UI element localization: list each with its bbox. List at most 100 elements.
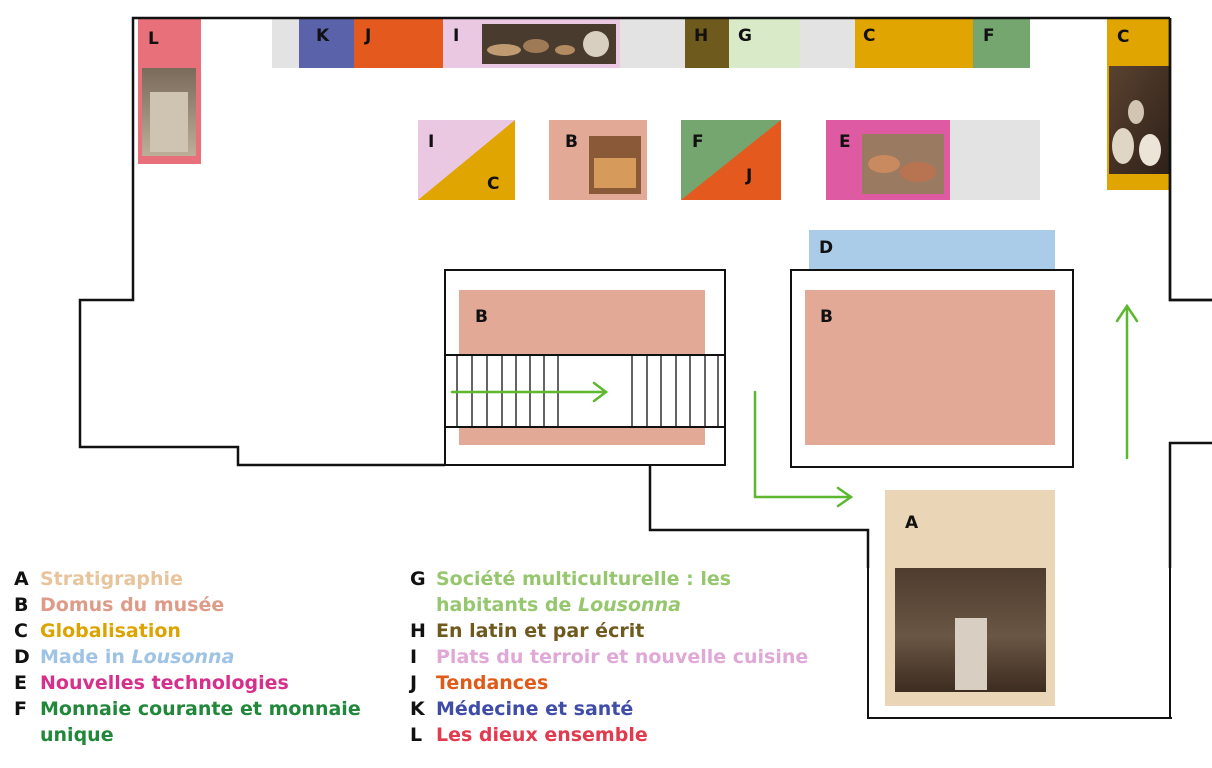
zone-letter: J (364, 26, 371, 46)
zone-letter: E (839, 132, 851, 152)
stair-steps (456, 355, 719, 427)
zone-letter: L (148, 29, 159, 49)
legend-item-f: F Monnaie courante et monnaie (14, 696, 361, 722)
legend-item-g-continued: habitants de Lousonna (410, 592, 808, 618)
legend-item-c: C Globalisation (14, 618, 361, 644)
zone-d-bar (809, 230, 1055, 270)
legend-key: D (14, 646, 30, 668)
legend-label: Made in Lousonna (40, 644, 234, 670)
zone-letter: C (487, 174, 499, 194)
visit-route-arrows (450, 303, 1139, 508)
route-arrowhead-up (1115, 303, 1139, 323)
pottery-photo-top (482, 24, 616, 64)
outer-wall-bottom (867, 717, 1172, 719)
zone-c-top (855, 18, 973, 68)
stratigraphy-photo-lower (895, 568, 1046, 692)
legend-key: L (410, 724, 423, 746)
legend-item-j: J Tendances (410, 670, 808, 696)
zone-letter: A (905, 513, 919, 533)
legend-right: G Société multiculturelle : les habitants… (410, 566, 808, 748)
legend-label: Monnaie courante et monnaie (40, 698, 361, 720)
legend-key: K (410, 698, 425, 720)
zone-letter: B (475, 307, 488, 327)
legend-label: Globalisation (40, 620, 181, 642)
legend-item-l: L Les dieux ensemble (410, 722, 808, 748)
legend-label: Tendances (436, 672, 549, 694)
zone-c-mid (418, 120, 515, 200)
route-arrowhead-to-a (836, 486, 854, 508)
legend-item-h: H En latin et par écrit (410, 618, 808, 644)
route-arrowhead-stairs (592, 381, 609, 403)
zone-letter: J (745, 166, 752, 186)
top-exhibit-strip (272, 18, 1030, 68)
legend-label: Nouvelles technologies (40, 672, 289, 694)
zone-k-top (299, 18, 354, 68)
zone-letters: L K J I H G C F C I C B F J E D B B A (148, 26, 1129, 533)
legend-key: G (410, 568, 426, 590)
legend-item-f-continued: unique (14, 722, 361, 748)
zone-letter: K (316, 26, 330, 46)
zone-letter: F (983, 26, 995, 46)
legend-label: En latin et par écrit (436, 620, 645, 642)
legend-label: Domus du musée (40, 594, 225, 616)
legend-label-text: habitants de (436, 594, 578, 616)
zone-letter: D (819, 238, 833, 258)
altar-photo (142, 68, 196, 156)
amphorae-photo (1109, 66, 1170, 174)
legend-key: I (410, 646, 418, 668)
legend-item-g: G Société multiculturelle : les (410, 566, 808, 592)
legend-label-continued: habitants de Lousonna (436, 592, 681, 618)
outer-wall-lower (867, 568, 869, 718)
legend-key: A (14, 568, 29, 590)
legend-label: Médecine et santé (436, 698, 634, 720)
zone-a-box (885, 490, 1055, 568)
legend-label: Société multiculturelle : les (436, 568, 732, 590)
legend-label: Stratigraphie (40, 568, 183, 590)
legend-label-continued: unique (40, 724, 114, 746)
right-room (790, 269, 1074, 468)
legend-item-i: I Plats du terroir et nouvelle cuisine (410, 644, 808, 670)
legend-item-k: K Médecine et santé (410, 696, 808, 722)
left-room (444, 269, 726, 466)
legend-key: E (14, 672, 27, 694)
zone-f-top (973, 18, 1030, 68)
middle-display-row (418, 120, 1040, 200)
zone-j-mid (681, 120, 781, 200)
legend-key: F (14, 698, 27, 720)
zone-b-room-right (805, 290, 1055, 445)
legend-label: Les dieux ensemble (436, 724, 648, 746)
zone-letter: B (820, 307, 833, 327)
legend-label: Plats du terroir et nouvelle cuisine (436, 646, 809, 668)
outer-wall-right-lower (1169, 568, 1171, 719)
zone-letter: H (694, 26, 708, 46)
outer-walls (78, 16, 1212, 568)
zone-letter: C (1117, 27, 1129, 47)
museum-floor-plan: L K J I H G C F C I C B F J E D B B A (78, 16, 1212, 568)
zone-letter: I (428, 132, 434, 152)
house-model-photo (589, 136, 641, 194)
zone-letter: B (565, 132, 578, 152)
route-arrow-to-a (753, 390, 853, 499)
legend-label-italic: Lousonna (131, 646, 235, 668)
legend-item-d: D Made in Lousonna (14, 644, 361, 670)
legend-label-text: Made in (40, 646, 132, 668)
zone-h-top (685, 18, 729, 68)
outer-wall (1168, 18, 1212, 302)
zone-g-top (729, 18, 800, 68)
legend-key: C (14, 620, 28, 642)
zone-letter: C (863, 26, 875, 46)
zone-letter: F (692, 132, 704, 152)
legend-item-a: A Stratigraphie (14, 566, 361, 592)
legend-label-italic: Lousonna (578, 594, 681, 616)
legend-key: B (14, 594, 29, 616)
legend-item-b: B Domus du musée (14, 592, 361, 618)
legend-key: H (410, 620, 426, 642)
ceramics-photo (862, 134, 944, 194)
legend-item-e: E Nouvelles technologies (14, 670, 361, 696)
zone-letter: G (738, 26, 752, 46)
legend-key: J (410, 672, 418, 694)
zone-j-top (354, 18, 443, 68)
zone-letter: I (453, 26, 459, 46)
neutral-display (949, 120, 1040, 200)
legend-left: A Stratigraphie B Domus du musée C Globalis… (14, 566, 361, 748)
